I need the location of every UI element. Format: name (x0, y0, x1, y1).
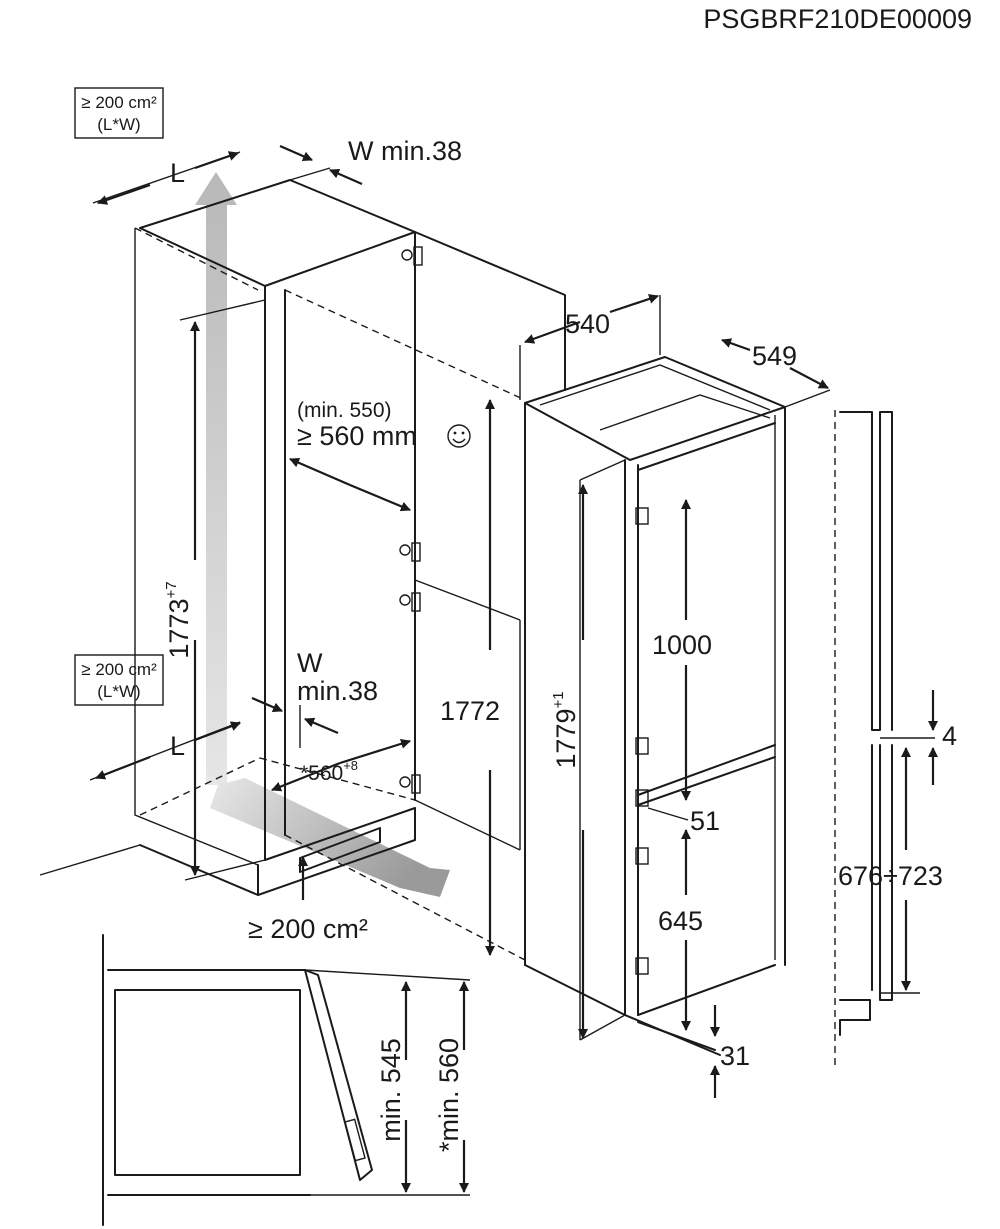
l-bottom-label: L (170, 731, 185, 761)
door-gap-label: 51 (690, 806, 720, 836)
min-545-label: min. 545 (376, 1038, 406, 1142)
vent-bottom-area: ≥ 200 cm² (248, 914, 368, 944)
appliance (524, 356, 786, 1056)
vent-top-box (74, 87, 164, 139)
vent-mid-box (74, 654, 164, 706)
appliance-height-label: 1779+1 (550, 691, 581, 768)
vent-mid-dims: (L*W) (97, 682, 140, 701)
smiley-icon (447, 424, 471, 448)
appl-hinge-2 (635, 737, 649, 755)
hinge-bottom (399, 774, 421, 794)
product-code: PSGBRF210DE00009 (703, 4, 972, 34)
appliance-depth-label: 549 (752, 341, 797, 371)
w-top-label: W min.38 (348, 136, 462, 166)
niche-height-label: 1773+7 (163, 581, 194, 658)
airflow-vertical-arrow (195, 172, 237, 785)
niche-width-label: *560+8 (300, 758, 358, 785)
depth-min-label: (min. 550) (297, 399, 392, 422)
appl-hinge-4 (635, 847, 649, 865)
section-detail (102, 934, 471, 1226)
l-top-label: L (170, 158, 185, 188)
side-gap-label: 4 (942, 721, 957, 751)
appl-hinge-5 (635, 957, 649, 975)
niche-cabinet (39, 172, 566, 961)
handle-range-label: 676÷723 (838, 861, 943, 891)
door-profile (834, 410, 935, 1065)
hinge-middle (399, 592, 421, 612)
upper-door-label: 1000 (652, 630, 712, 660)
w-mid-label-line1: W (297, 648, 323, 678)
lower-door-label: 645 (658, 906, 703, 936)
depth-ge-label: ≥ 560 mm (297, 421, 417, 451)
vent-top-area: ≥ 200 cm² (81, 93, 157, 112)
bottom-gap-label: 31 (720, 1041, 750, 1071)
hinge-upper (399, 542, 421, 562)
vent-mid-area: ≥ 200 cm² (81, 660, 157, 679)
min-560-label: *min. 560 (434, 1038, 464, 1152)
hinge-top (401, 246, 423, 266)
appl-hinge-1 (635, 507, 649, 525)
appliance-width-label: 540 (565, 309, 610, 339)
cabinet-height-label: 1772 (440, 696, 500, 726)
w-mid-label-line2: min.38 (297, 676, 378, 706)
vent-top-dims: (L*W) (97, 115, 140, 134)
appl-hinge-3 (635, 789, 649, 807)
